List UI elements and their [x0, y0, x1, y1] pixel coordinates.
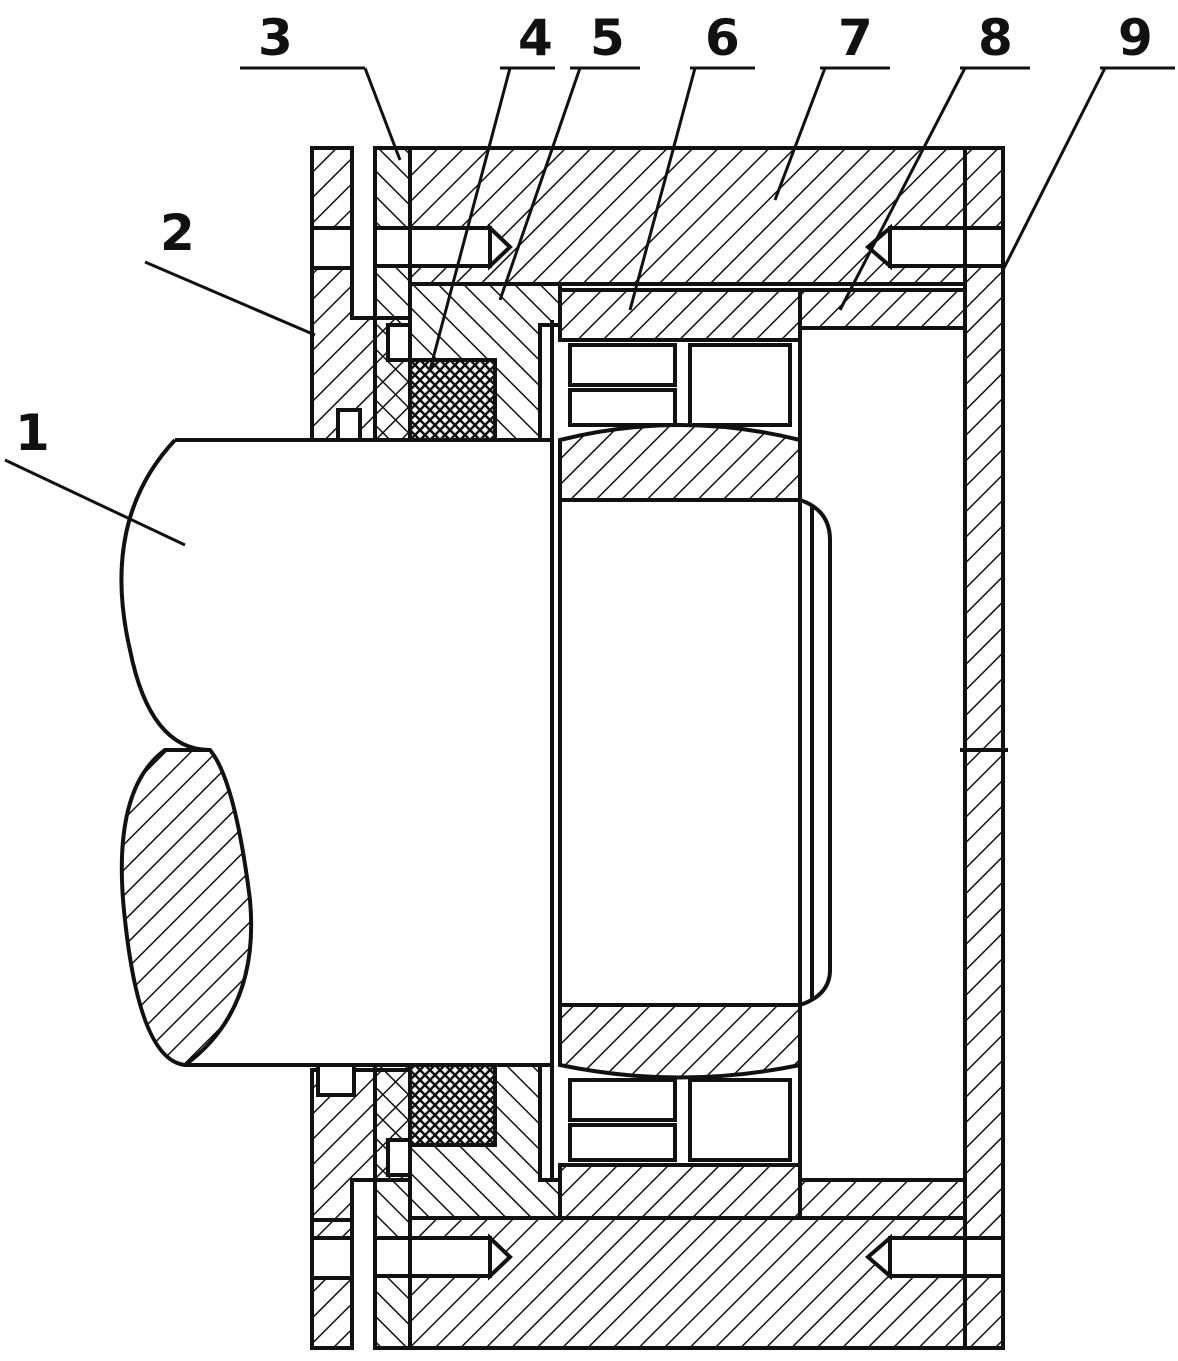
housing-bottom — [408, 1216, 967, 1350]
label-4: 4 — [518, 9, 553, 67]
part-labels: 1 2 3 4 5 6 7 8 9 — [15, 9, 1153, 462]
end-cover — [960, 146, 1008, 1350]
packing-seal — [408, 358, 497, 1147]
label-3: 3 — [258, 9, 293, 67]
label-2: 2 — [160, 204, 195, 262]
label-6: 6 — [705, 9, 740, 67]
bearing-inner-ring — [558, 423, 802, 1080]
bearing-outer-ring — [558, 288, 802, 1220]
housing-top — [408, 146, 967, 286]
leader-lines — [4, 66, 1175, 547]
spacer-sleeve — [798, 288, 967, 1220]
label-8: 8 — [978, 9, 1013, 67]
label-1: 1 — [15, 404, 50, 462]
label-7: 7 — [838, 9, 873, 67]
label-9: 9 — [1118, 9, 1153, 67]
shaft — [119, 320, 832, 1180]
label-5: 5 — [590, 9, 625, 67]
